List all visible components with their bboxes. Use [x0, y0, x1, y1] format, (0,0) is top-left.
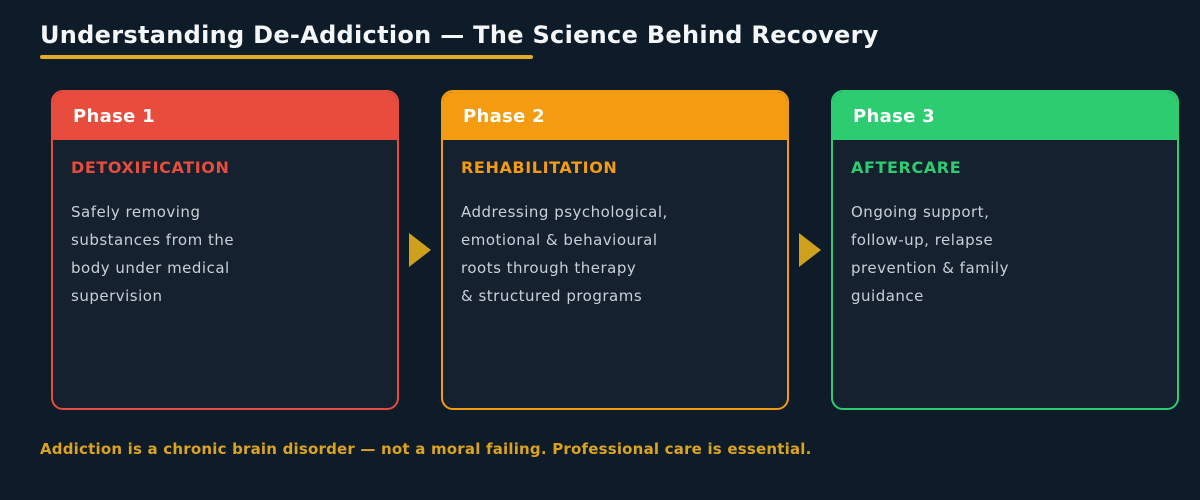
stage-title: REHABILITATION	[461, 158, 618, 177]
phase-label: Phase 2	[463, 105, 545, 127]
phase-header: Phase 3	[833, 92, 1177, 140]
arrow-right-icon	[799, 233, 821, 267]
phase-body: AFTERCARE Ongoing support, follow-up, re…	[833, 140, 1177, 310]
title-underline	[40, 55, 533, 59]
phase-description: Safely removing substances from the body…	[71, 203, 235, 305]
phase-header: Phase 1	[53, 92, 397, 140]
arrow-box	[789, 90, 831, 410]
page-title: Understanding De-Addiction — The Science…	[40, 21, 879, 49]
phase-card-detoxification: Phase 1 DETOXIFICATION Safely removing s…	[51, 90, 399, 410]
phase-label: Phase 1	[73, 105, 155, 127]
phase-description: Ongoing support, follow-up, relapse prev…	[851, 203, 1009, 305]
arrow-right-icon	[409, 233, 431, 267]
phase-header: Phase 2	[443, 92, 787, 140]
phases-row: Phase 1 DETOXIFICATION Safely removing s…	[51, 90, 1179, 410]
phase-card-rehabilitation: Phase 2 REHABILITATION Addressing psycho…	[441, 90, 789, 410]
phase-body: REHABILITATION Addressing psychological,…	[443, 140, 787, 310]
stage-title: DETOXIFICATION	[71, 158, 230, 177]
phase-description: Addressing psychological, emotional & be…	[461, 203, 668, 305]
footer-note: Addiction is a chronic brain disorder — …	[40, 440, 812, 458]
phase-card-aftercare: Phase 3 AFTERCARE Ongoing support, follo…	[831, 90, 1179, 410]
stage-title: AFTERCARE	[851, 158, 962, 177]
arrow-box	[399, 90, 441, 410]
phase-label: Phase 3	[853, 105, 935, 127]
phase-body: DETOXIFICATION Safely removing substance…	[53, 140, 397, 310]
